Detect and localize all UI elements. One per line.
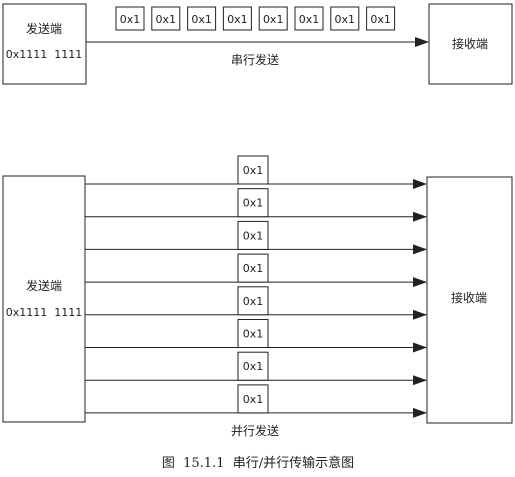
serial-packet-box [330, 6, 360, 31]
serial-sender-value: 0x1111 1111 [6, 48, 83, 61]
parallel-packet-label: 0x1 [243, 393, 264, 406]
parallel-packet-box [237, 253, 269, 283]
parallel-packet: 0x1 [237, 286, 269, 316]
serial-packet-label: 0x1 [263, 13, 284, 26]
parallel-packet-label: 0x1 [243, 328, 264, 341]
parallel-packet-box [237, 220, 269, 250]
parallel-packet-label: 0x1 [243, 197, 264, 210]
serial-packet-box [151, 6, 181, 31]
parallel-packet: 0x1 [237, 351, 269, 381]
serial-packet-box [187, 6, 217, 31]
serial-packet-box [294, 6, 324, 31]
serial-sender-title: 发送端 [26, 21, 62, 36]
parallel-packet: 0x1 [237, 220, 269, 250]
parallel-sender-value: 0x1111 1111 [6, 306, 83, 319]
parallel-packet-box [237, 351, 269, 381]
serial-packet: 0x1 [366, 6, 396, 31]
serial-packet-box [366, 6, 396, 31]
serial-packets: 0x1 0x1 0x1 0x1 0x1 0x1 0x1 0x1 [115, 6, 396, 31]
parallel-packet-box [237, 319, 269, 348]
serial-receiver-title: 接收端 [452, 36, 488, 51]
parallel-packet: 0x1 [237, 253, 269, 283]
serial-packet-box [222, 6, 252, 31]
parallel-packets: 0x1 0x1 0x1 0x1 0x1 0x1 0x1 0x1 [237, 155, 269, 414]
parallel-packet-box [237, 188, 269, 218]
parallel-packet-label: 0x1 [243, 262, 264, 275]
parallel-sender-title: 发送端 [26, 278, 62, 293]
serial-packet-label: 0x1 [370, 13, 391, 26]
parallel-packet-label: 0x1 [243, 164, 264, 177]
figure-caption: 图 15.1.1 串行/并行传输示意图 [162, 455, 354, 471]
serial-packet: 0x1 [294, 6, 324, 31]
serial-packet-label: 0x1 [335, 13, 356, 26]
parallel-packet: 0x1 [237, 319, 269, 348]
parallel-receiver-box [426, 176, 513, 424]
serial-packet-box [258, 6, 288, 31]
serial-packet-label: 0x1 [120, 13, 141, 26]
serial-packet: 0x1 [258, 6, 288, 31]
serial-packet-label: 0x1 [299, 13, 320, 26]
serial-packet: 0x1 [330, 6, 360, 31]
serial-packet: 0x1 [222, 6, 252, 31]
parallel-packet: 0x1 [237, 155, 269, 185]
parallel-packet-box [237, 286, 269, 316]
parallel-packet-box [237, 155, 269, 185]
serial-packet-label: 0x1 [227, 13, 248, 26]
parallel-packet-label: 0x1 [243, 229, 264, 242]
parallel-packet-label: 0x1 [243, 295, 264, 308]
parallel-packet-label: 0x1 [243, 360, 264, 373]
serial-packet: 0x1 [115, 6, 145, 31]
serial-packet: 0x1 [151, 6, 181, 31]
parallel-label: 并行发送 [231, 423, 279, 438]
serial-receiver-box [428, 3, 513, 85]
serial-label: 串行发送 [231, 52, 279, 67]
serial-sender-box [2, 3, 87, 85]
serial-packet-label: 0x1 [156, 13, 177, 26]
serial-packet-box [115, 6, 145, 31]
parallel-receiver-title: 接收端 [451, 290, 487, 305]
parallel-section: 发送端 0x1111 1111 0x10x10x10x10x10x10x10x1… [2, 155, 513, 438]
parallel-packet-box [237, 384, 269, 414]
parallel-packet: 0x1 [237, 188, 269, 218]
serial-packet: 0x1 [187, 6, 217, 31]
parallel-sender-box [2, 175, 86, 423]
serial-packet-label: 0x1 [191, 13, 212, 26]
parallel-packet: 0x1 [237, 384, 269, 414]
